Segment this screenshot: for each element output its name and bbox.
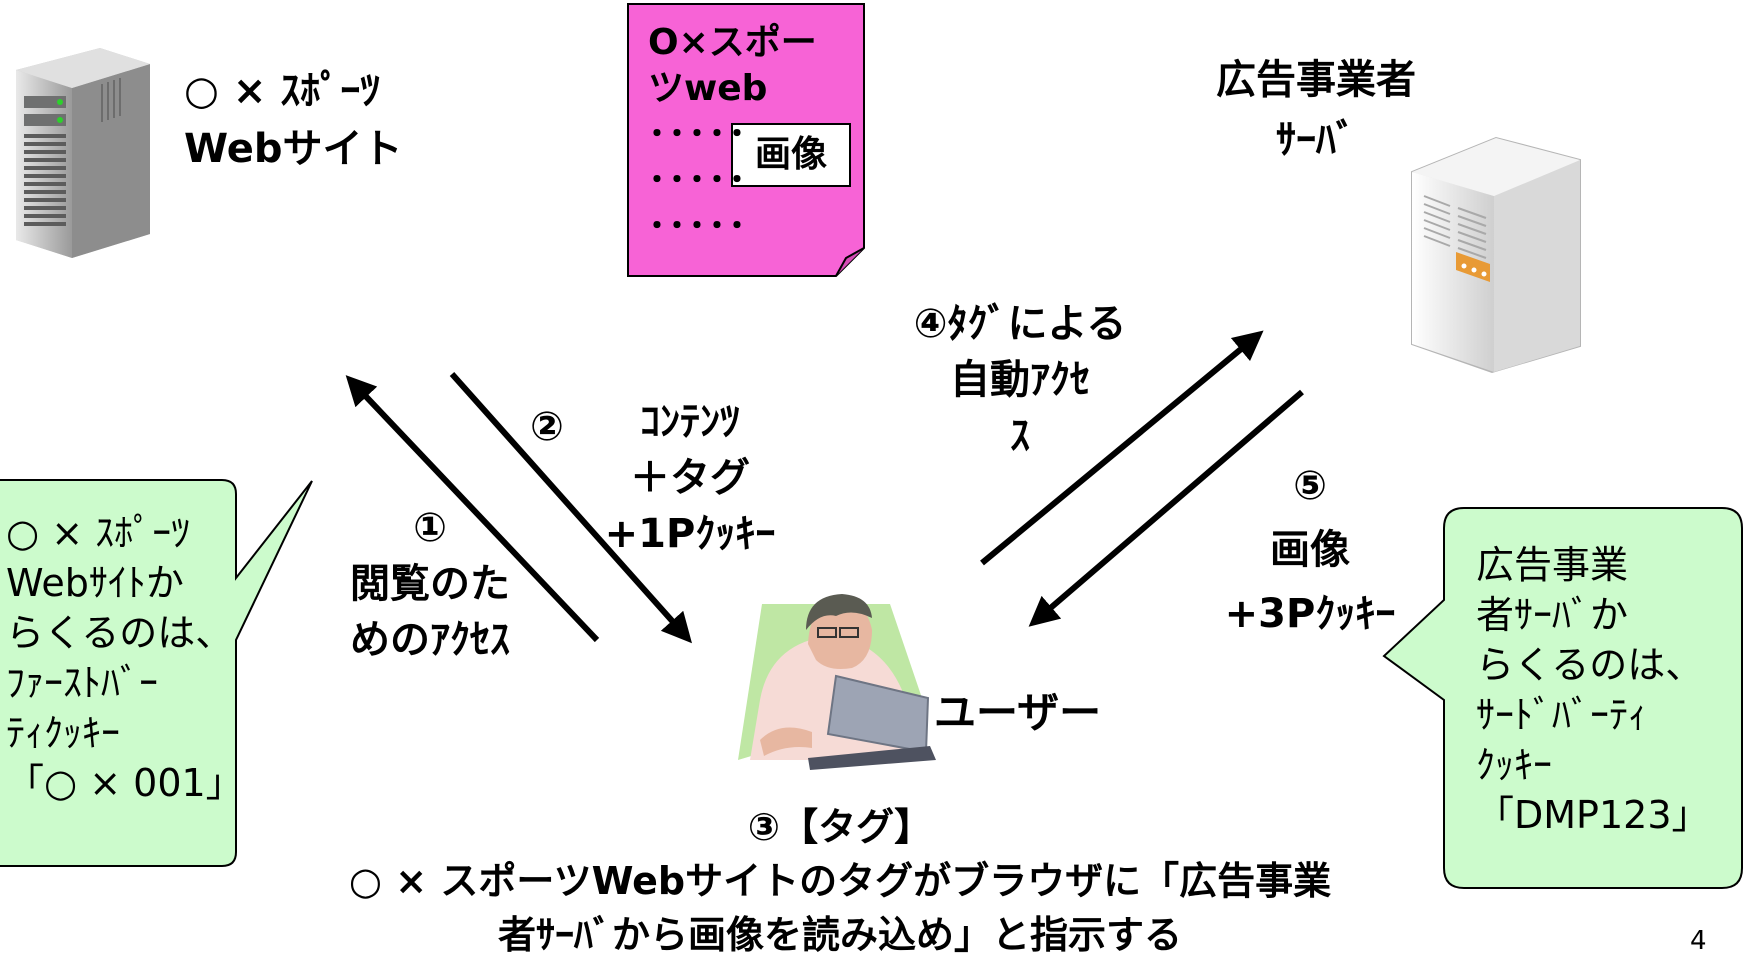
left-bubble-line5: ﾃｨｸｯｷｰ: [6, 711, 121, 755]
step4-label: ④ﾀｸﾞによる 自動ｱｸｾ ｽ: [890, 296, 1150, 464]
ad-server-line2: ｻｰﾊﾞ: [1276, 117, 1356, 163]
web-page-text: O×スポー ツweb ･････ ･････ ･････: [648, 20, 817, 250]
right-bubble-line6: 「DMP123」: [1476, 793, 1710, 837]
step5-line2: +3Pｸｯｷｰ: [1224, 591, 1396, 637]
sports-site-label: ○ × ｽﾎﾟｰﾂ Webサイト: [184, 62, 402, 178]
page-number: 4: [1690, 926, 1707, 956]
right-bubble-line1: 広告事業: [1476, 543, 1629, 587]
right-bubble-line5: ｸｯｷｰ: [1476, 743, 1553, 787]
sports-site-line1: ○ × ｽﾎﾟｰﾂ: [184, 68, 381, 114]
doc-dots-2: ･････: [648, 160, 748, 201]
step3-line1: ○ × スポーツWebサイトのタグがブラウザに「広告事業: [348, 859, 1332, 903]
step1-line2: めのｱｸｾｽ: [350, 617, 510, 663]
step4-line2: 自動ｱｸｾ: [950, 357, 1090, 403]
sports-site-line2: Webサイト: [184, 126, 403, 172]
sports-server-icon: [16, 48, 150, 258]
step2-line2: ＋タグ: [630, 455, 750, 501]
arrow-step4: [980, 330, 1264, 566]
user-label: ユーザー: [934, 688, 1102, 737]
step5-line1: 画像: [1270, 527, 1350, 573]
step3-line2: 者ｻｰﾊﾞから画像を読み込め」と指示する: [497, 913, 1182, 957]
doc-line1: O×スポー: [648, 22, 817, 63]
left-bubble-line2: Webｻｲﾄか: [6, 561, 184, 605]
step4-line1: ④ﾀｸﾞによる: [913, 301, 1127, 347]
right-bubble-text: 広告事業 者ｻｰﾊﾞか らくるのは、 ｻｰﾄﾞﾊﾞｰﾃｨ ｸｯｷｰ 「DMP12…: [1476, 540, 1710, 840]
left-bubble-line4: ﾌｧｰｽﾄﾊﾞｰ: [6, 661, 159, 705]
arrow-step2: [449, 372, 692, 644]
left-speech-bubble: [0, 479, 313, 867]
right-bubble-line2: 者ｻｰﾊﾞか: [1476, 593, 1629, 637]
right-bubble-line3: らくるのは、: [1476, 643, 1704, 687]
right-bubble-line4: ｻｰﾄﾞﾊﾞｰﾃｨ: [1476, 693, 1648, 737]
doc-line2: ツweb: [648, 68, 768, 109]
step4-line3: ｽ: [1010, 413, 1030, 459]
step1-line1: 閲覧のた: [350, 561, 510, 607]
arrow-step5: [1028, 389, 1304, 627]
step3-title: ③【タグ】: [747, 805, 933, 849]
step2-line3: +1Pｸｯｷｰ: [604, 511, 776, 557]
ad-server-icon: [1411, 136, 1581, 374]
left-bubble-text: ○ × ｽﾎﾟｰﾂ Webｻｲﾄか らくるのは、 ﾌｧｰｽﾄﾊﾞｰ ﾃｨｸｯｷｰ…: [6, 508, 244, 808]
ad-server-line1: 広告事業者: [1216, 57, 1416, 103]
step2-line1: ｺﾝﾃﾝﾂ: [640, 399, 740, 445]
left-bubble-line1: ○ × ｽﾎﾟｰﾂ: [6, 511, 191, 555]
step2-label: ｺﾝﾃﾝﾂ ＋タグ +1Pｸｯｷｰ: [580, 394, 800, 562]
ad-server-label: 広告事業者 ｻｰﾊﾞ: [1176, 50, 1456, 170]
left-bubble-line3: らくるのは、: [6, 611, 234, 655]
right-speech-bubble: [1382, 507, 1743, 889]
step2-number: ②: [530, 404, 564, 450]
image-box-label: 画像: [754, 134, 827, 175]
image-box: [731, 123, 851, 187]
arrow-step1: [345, 375, 600, 643]
doc-dots-3: ･････: [648, 206, 748, 247]
doc-dots-1: ･････: [648, 114, 748, 155]
step1-label: ① 閲覧のた めのｱｸｾｽ: [300, 500, 560, 668]
left-bubble-line6: 「○ × 001」: [6, 761, 244, 805]
step3-label: ③【タグ】 ○ × スポーツWebサイトのタグがブラウザに「広告事業 者ｻｰﾊﾞ…: [240, 800, 1440, 962]
step1-number: ①: [413, 505, 447, 551]
step5-number: ⑤: [1293, 463, 1327, 509]
user-at-laptop-icon: [738, 594, 936, 770]
step5-label: ⑤ 画像 +3Pｸｯｷｰ: [1140, 454, 1480, 646]
